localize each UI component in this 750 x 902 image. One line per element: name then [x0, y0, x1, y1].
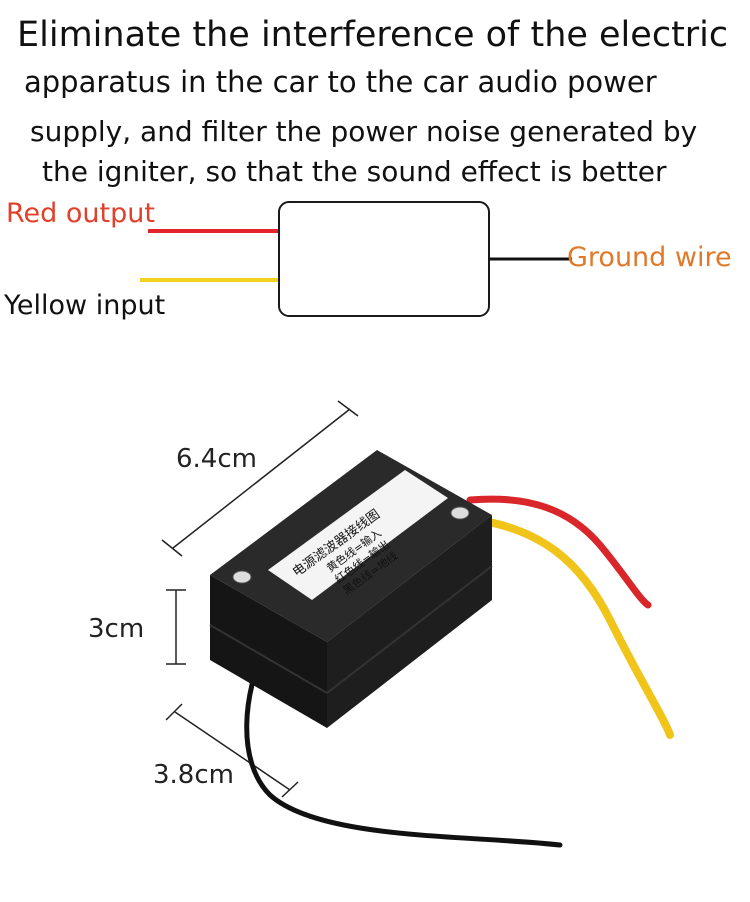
dimension-line-length [161, 400, 359, 557]
dimension-depth-label: 3.8cm [153, 760, 234, 790]
headline-line-1: Eliminate the interference of the electr… [17, 15, 729, 55]
filter-box [209, 450, 493, 728]
dimension-line-depth [165, 703, 299, 798]
ground-wire-label: Ground wire [567, 242, 732, 273]
red-wire [466, 495, 652, 609]
black-wire [244, 647, 563, 848]
headline-line-3: supply, and filter the power noise gener… [30, 115, 698, 148]
headline-line-4: the igniter, so that the sound effect is… [42, 155, 667, 188]
red-output-label: Red output [6, 198, 155, 229]
dimension-line-height [166, 589, 186, 665]
headline-line-2: apparatus in the car to the car audio po… [24, 65, 657, 99]
yellow-input-label: Yellow input [4, 290, 166, 321]
dimension-height-label: 3cm [88, 614, 145, 644]
dimension-length-label: 6.4cm [176, 444, 257, 474]
yellow-wire [474, 516, 674, 739]
